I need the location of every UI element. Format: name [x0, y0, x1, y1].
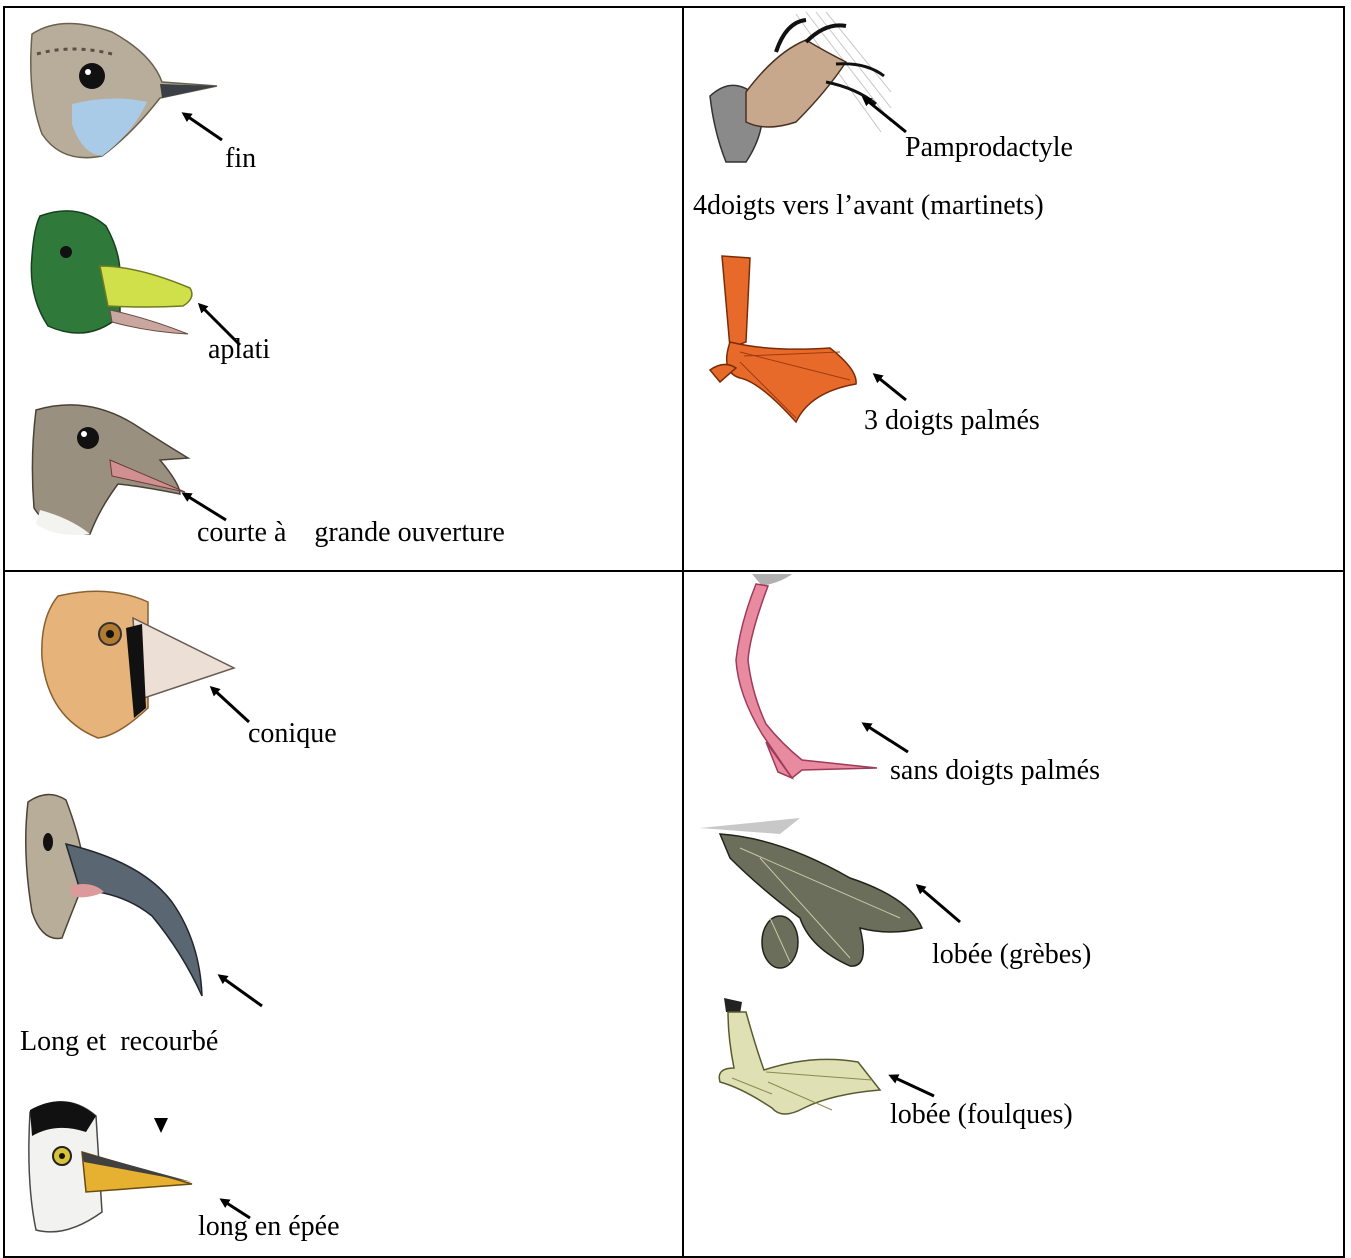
arrow-pamprodactyle: [864, 98, 906, 132]
label-lobee-grebes: lobée (grèbes): [932, 940, 1091, 970]
label-aplati: aplati: [208, 335, 270, 365]
label-3-doigts-palmes: 3 doigts palmés: [864, 406, 1040, 436]
label-sans-doigts-palmes: sans doigts palmés: [890, 756, 1100, 786]
arrow-sans-doigts: [864, 724, 908, 752]
small-triangle-mark: [154, 1118, 168, 1133]
label-4doigts-martinets: 4doigts vers l’avant (martinets): [693, 191, 1044, 221]
label-conique: conique: [248, 719, 337, 749]
arrow-fin: [184, 114, 222, 140]
label-pamprodactyle: Pamprodactyle: [905, 133, 1073, 163]
label-lobee-foulques: lobée (foulques): [890, 1100, 1073, 1130]
arrow-grebes: [918, 886, 960, 922]
label-courte-grande-ouverture: courte à grande ouverture: [197, 518, 505, 548]
label-fin: fin: [225, 144, 256, 174]
arrow-palmes: [875, 375, 906, 400]
label-long-en-epee: long en épée: [198, 1212, 340, 1242]
arrow-conique: [212, 688, 249, 722]
label-long-recourbe: Long et recourbé: [20, 1027, 218, 1057]
arrow-foulques: [891, 1076, 934, 1096]
arrow-recourbe: [220, 976, 262, 1006]
